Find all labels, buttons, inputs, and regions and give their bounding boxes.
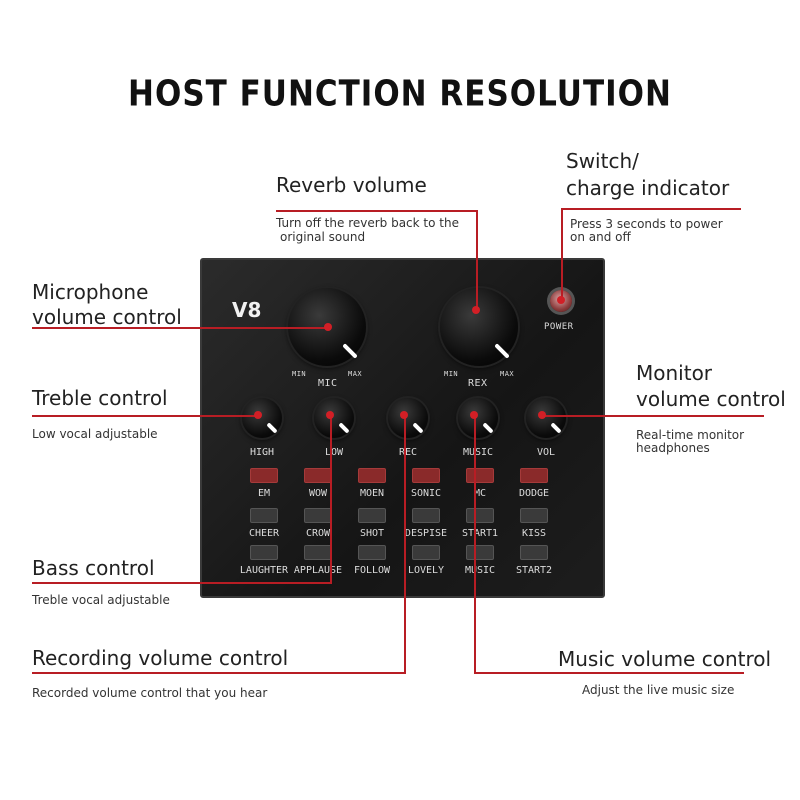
effect-label-dodge: DODGE <box>518 488 550 499</box>
treble-title: Treble control <box>32 386 168 410</box>
effect-button-start2[interactable] <box>520 545 548 560</box>
effect-button-despise[interactable] <box>412 508 440 523</box>
effect-button-cheer[interactable] <box>250 508 278 523</box>
music-leader-vline <box>474 415 476 673</box>
high-label: HIGH <box>249 447 275 458</box>
effect-label-sonic: SONIC <box>410 488 442 499</box>
model-label: V8 <box>232 298 262 322</box>
treble-desc: Low vocal adjustable <box>32 427 158 441</box>
recording-desc: Recorded volume control that you hear <box>32 686 268 700</box>
effect-label-applause: APPLAUSE <box>293 565 343 576</box>
effect-label-despise: DESPISE <box>404 528 448 539</box>
effect-label-follow: FOLLOW <box>353 565 391 576</box>
music-point <box>470 411 478 419</box>
page-title: HOST FUNCTION RESOLUTION <box>128 73 672 115</box>
rec-point <box>400 411 408 419</box>
effect-button-lovely[interactable] <box>412 545 440 560</box>
effect-label-start1: START1 <box>461 528 499 539</box>
low-label: LOW <box>324 447 344 458</box>
vol-label: VOL <box>536 447 556 458</box>
effect-button-kiss[interactable] <box>520 508 548 523</box>
monitor-title-1: Monitor <box>636 361 713 385</box>
mic-title-1: Microphone <box>32 280 149 304</box>
high-knob[interactable] <box>242 398 282 438</box>
effect-button-music[interactable] <box>466 545 494 560</box>
reverb-leader-vline <box>476 210 478 310</box>
rec-label: REC <box>398 447 418 458</box>
monitor-desc-2: headphones <box>636 441 710 455</box>
switch-leader-vline <box>561 208 563 300</box>
effect-button-start1[interactable] <box>466 508 494 523</box>
reverb-desc-1: Turn off the reverb back to the <box>276 216 459 230</box>
effect-label-cheer: CHEER <box>248 528 280 539</box>
treble-leader-line <box>32 415 258 417</box>
mic-min-label: MIN <box>292 370 307 378</box>
rex-max-label: MAX <box>500 370 515 378</box>
switch-title-2: charge indicator <box>566 176 730 200</box>
effect-label-start2: START2 <box>515 565 553 576</box>
effect-label-shot: SHOT <box>359 528 385 539</box>
monitor-title-2: volume control <box>636 387 786 411</box>
effect-button-mc[interactable] <box>466 468 494 483</box>
rex-knob[interactable] <box>440 288 518 366</box>
reverb-title: Reverb volume <box>276 173 427 197</box>
bass-leader-hline <box>32 582 332 584</box>
effect-label-lovely: LOVELY <box>407 565 445 576</box>
vol-knob[interactable] <box>526 398 566 438</box>
reverb-desc-2: original sound <box>280 230 366 244</box>
effect-label-mc: MC <box>473 488 487 499</box>
effect-label-crow: CROW <box>305 528 331 539</box>
monitor-desc-1: Real-time monitor <box>636 428 745 442</box>
effect-button-dodge[interactable] <box>520 468 548 483</box>
bass-desc: Treble vocal adjustable <box>32 593 170 607</box>
mic-point <box>324 323 332 331</box>
music-leader-hline <box>474 672 744 674</box>
mic-max-label: MAX <box>348 370 363 378</box>
effect-label-music: MUSIC <box>464 565 496 576</box>
effect-button-laughter[interactable] <box>250 545 278 560</box>
rex-point <box>472 306 480 314</box>
recording-leader-hline <box>32 672 406 674</box>
music-knob[interactable] <box>458 398 498 438</box>
rec-knob[interactable] <box>388 398 428 438</box>
bass-title: Bass control <box>32 556 155 580</box>
effect-label-laughter: LAUGHTER <box>239 565 289 576</box>
recording-leader-vline <box>404 415 406 673</box>
effect-label-em: EM <box>257 488 271 499</box>
effect-button-follow[interactable] <box>358 545 386 560</box>
rex-min-label: MIN <box>444 370 459 378</box>
rex-label: REX <box>468 378 488 389</box>
effect-button-moen[interactable] <box>358 468 386 483</box>
low-knob[interactable] <box>314 398 354 438</box>
effect-button-crow[interactable] <box>304 508 332 523</box>
effect-button-applause[interactable] <box>304 545 332 560</box>
low-point <box>326 411 334 419</box>
effect-button-shot[interactable] <box>358 508 386 523</box>
reverb-leader-hline <box>276 210 478 212</box>
music-desc: Adjust the live music size <box>582 683 735 697</box>
bass-leader-vline <box>330 415 332 583</box>
switch-desc-1: Press 3 seconds to power <box>570 217 723 231</box>
mic-label: MIC <box>318 378 338 389</box>
music-title: Music volume control <box>558 647 772 671</box>
recording-title: Recording volume control <box>32 646 289 670</box>
effect-button-wow[interactable] <box>304 468 332 483</box>
monitor-leader-line <box>542 415 764 417</box>
mic-title-2: volume control <box>32 305 182 329</box>
switch-leader-hline <box>561 208 741 210</box>
effect-label-wow: WOW <box>308 488 328 499</box>
effect-button-em[interactable] <box>250 468 278 483</box>
effect-label-kiss: KISS <box>521 528 547 539</box>
vol-point <box>538 411 546 419</box>
power-label: POWER <box>544 322 574 332</box>
music-label: MUSIC <box>462 447 494 458</box>
mic-leader-line <box>32 327 328 329</box>
switch-title-1: Switch/ <box>566 149 639 173</box>
switch-desc-2: on and off <box>570 230 631 244</box>
power-point <box>557 296 565 304</box>
high-point <box>254 411 262 419</box>
effect-label-moen: MOEN <box>359 488 385 499</box>
effect-button-sonic[interactable] <box>412 468 440 483</box>
sound-card-device: V8 MIN MAX MIC MIN MAX REX POWER HIGH LOW… <box>200 258 605 598</box>
